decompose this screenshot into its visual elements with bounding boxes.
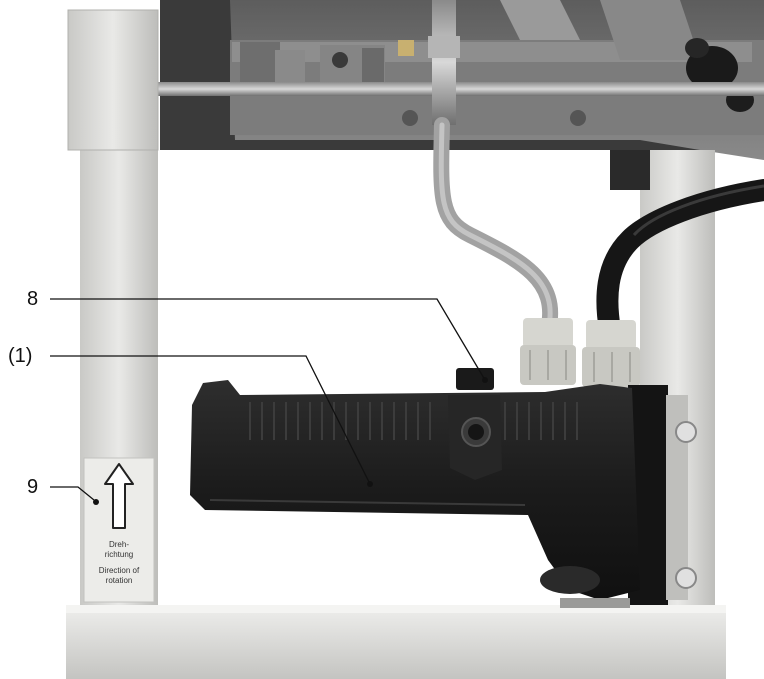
callout-label-9: 9 xyxy=(27,476,39,498)
bolt-icon xyxy=(402,110,418,126)
callout-line-1 xyxy=(50,355,371,485)
up-arrow-icon xyxy=(104,463,134,529)
callout-label-1: (1) xyxy=(8,345,33,367)
sticker-text-en-1: Direction of xyxy=(98,566,140,575)
cable-gland-left xyxy=(520,318,576,385)
black-cable xyxy=(596,179,764,341)
vertical-shaft xyxy=(432,0,456,125)
machine-head xyxy=(155,0,764,160)
nut-icon xyxy=(675,567,697,589)
rotation-sticker xyxy=(83,457,155,603)
callout-line-8 xyxy=(50,298,486,381)
sticker-text-en-2: rotation xyxy=(105,576,133,585)
cable-gland-right xyxy=(582,320,640,387)
black-handle xyxy=(190,380,640,600)
frame-base-beam xyxy=(66,598,726,679)
guide-rod xyxy=(155,82,764,96)
screw-icon xyxy=(398,40,414,56)
sticker-text-de-2: richtung xyxy=(104,550,134,559)
sticker-text-de-1: Dreh- xyxy=(108,540,129,549)
nut-icon xyxy=(675,421,697,443)
callout-line-9 xyxy=(50,486,95,501)
switch-button xyxy=(456,368,494,390)
callout-label-8: 8 xyxy=(27,288,39,310)
bolt-icon xyxy=(570,110,586,126)
